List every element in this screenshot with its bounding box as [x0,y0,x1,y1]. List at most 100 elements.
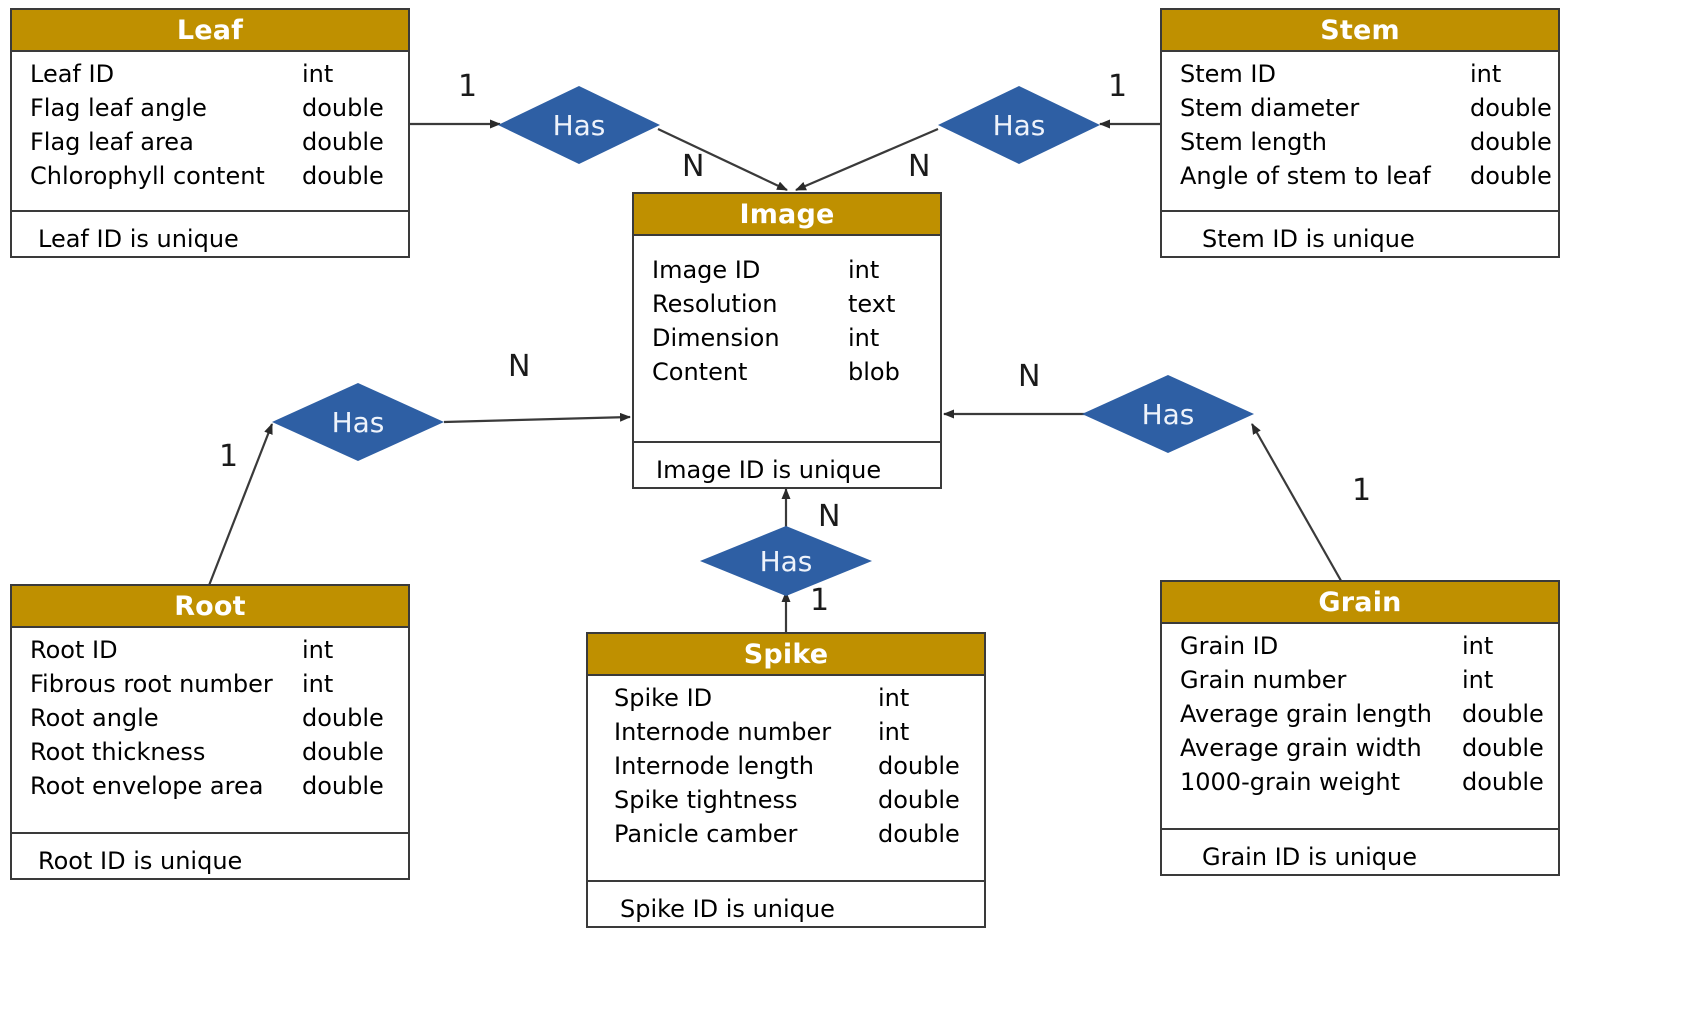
attribute-name: Content [652,358,748,386]
attribute-row: Resolution text [634,282,940,316]
entity-grain-constraint: Grain ID is unique [1162,828,1558,884]
entity-grain[interactable]: Grain Grain ID int Grain number int Aver… [1160,580,1560,876]
entity-spike[interactable]: Spike Spike ID int Internode number int … [586,632,986,928]
attribute-name: Flag leaf angle [30,94,207,122]
attribute-row: Internode length double [588,744,984,778]
cardinality-stem-one: 1 [1108,69,1128,104]
attribute-row: Internode number int [588,710,984,744]
cardinality-grain-many: N [1018,359,1041,394]
attribute-type: text [848,290,896,318]
attribute-name: Grain number [1180,666,1347,694]
entity-grain-title: Grain [1162,582,1558,624]
attribute-row: Fibrous root number int [12,662,408,696]
cardinality-root-many: N [508,349,531,384]
attribute-name: Root ID [30,636,118,664]
attribute-name: Fibrous root number [30,670,273,698]
entity-image-attributes: Image ID int Resolution text Dimension i… [634,236,940,441]
diamond-shape [700,526,872,596]
attribute-type: double [302,162,384,190]
attribute-type: double [1470,128,1552,156]
attribute-row: Root thickness double [12,730,408,764]
entity-image-title: Image [634,194,940,236]
attribute-type: double [302,772,384,800]
link-has-to-image-left [657,128,788,191]
attribute-type: double [1470,94,1552,122]
attribute-type: int [1470,60,1502,88]
attribute-row: Dimension int [634,316,940,350]
attribute-type: blob [848,358,900,386]
entity-leaf-title: Leaf [12,10,408,52]
attribute-name: Stem ID [1180,60,1276,88]
attribute-name: Stem diameter [1180,94,1360,122]
attribute-type: double [878,752,960,780]
entity-root[interactable]: Root Root ID int Fibrous root number int… [10,584,410,880]
entity-leaf-constraint: Leaf ID is unique [12,210,408,266]
constraint-text: Image ID is unique [656,456,882,484]
entity-image[interactable]: Image Image ID int Resolution text Dimen… [632,192,942,489]
attribute-row: Spike tightness double [588,778,984,812]
attribute-row: Stem diameter double [1162,86,1558,120]
cardinality-spike-one: 1 [810,583,830,618]
entity-stem-constraint: Stem ID is unique [1162,210,1558,266]
cardinality-leaf-many: N [682,149,705,184]
attribute-name: Chlorophyll content [30,162,265,190]
attribute-row: Angle of stem to leaf double [1162,154,1558,188]
attribute-type: int [1462,666,1494,694]
relationship-spike-image[interactable]: Has [700,526,872,596]
diamond-shape [272,383,444,461]
entity-leaf[interactable]: Leaf Leaf ID int Flag leaf angle double … [10,8,410,258]
attribute-row: Root envelope area double [12,764,408,798]
attribute-name: Root angle [30,704,159,732]
link-grain-to-has [1251,423,1345,587]
attribute-name: Average grain width [1180,734,1422,762]
attribute-type: int [878,718,910,746]
diamond-shape [938,86,1100,164]
attribute-row: Root ID int [12,632,408,662]
attribute-type: int [878,684,910,712]
entity-stem[interactable]: Stem Stem ID int Stem diameter double St… [1160,8,1560,258]
attribute-name: Stem length [1180,128,1327,156]
attribute-type: int [848,256,880,284]
attribute-type: int [1462,632,1494,660]
constraint-text: Root ID is unique [38,847,243,875]
attribute-type: double [878,820,960,848]
attribute-type: int [848,324,880,352]
attribute-name: Image ID [652,256,761,284]
attribute-row: Stem ID int [1162,56,1558,86]
entity-image-constraint: Image ID is unique [634,441,940,497]
attribute-name: Spike ID [614,684,713,712]
attribute-row: Stem length double [1162,120,1558,154]
cardinality-stem-many: N [908,149,931,184]
attribute-row: Average grain width double [1162,726,1558,760]
attribute-type: double [302,128,384,156]
relationship-leaf-image[interactable]: Has [498,86,660,164]
attribute-row: Spike ID int [588,680,984,710]
attribute-name: Root thickness [30,738,206,766]
link-root-to-has [206,423,274,589]
relationship-grain-image[interactable]: Has [1082,375,1254,453]
cardinality-root-one: 1 [219,439,239,474]
link-has-to-image-right [795,127,939,192]
constraint-text: Spike ID is unique [620,895,835,923]
relationship-root-image[interactable]: Has [272,383,444,461]
attribute-type: int [302,60,334,88]
attribute-name: Root envelope area [30,772,264,800]
attribute-name: Flag leaf area [30,128,194,156]
attribute-name: Dimension [652,324,780,352]
entity-root-attributes: Root ID int Fibrous root number int Root… [12,628,408,832]
attribute-row: Flag leaf area double [12,120,408,154]
entity-root-constraint: Root ID is unique [12,832,408,888]
attribute-row: 1000-grain weight double [1162,760,1558,794]
attribute-type: double [302,94,384,122]
attribute-row: Root angle double [12,696,408,730]
attribute-name: Angle of stem to leaf [1180,162,1431,190]
relationship-stem-image[interactable]: Has [938,86,1100,164]
attribute-row: Image ID int [634,240,940,282]
attribute-row: Grain ID int [1162,628,1558,658]
attribute-type: double [1470,162,1552,190]
attribute-type: double [1462,768,1544,796]
attribute-name: Resolution [652,290,778,318]
cardinality-leaf-one: 1 [458,69,478,104]
attribute-row: Panicle camber double [588,812,984,846]
